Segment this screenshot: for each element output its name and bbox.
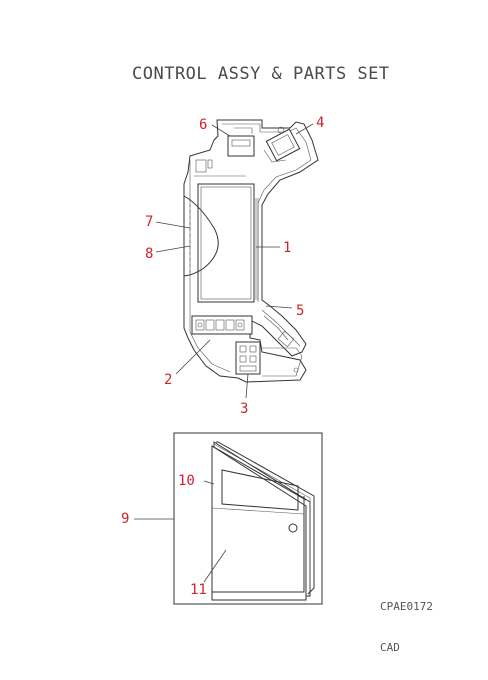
- part-3-connector: [235, 341, 261, 375]
- remote-button: [288, 523, 298, 533]
- callout-3: 3: [240, 401, 248, 417]
- callout-4: 4: [316, 115, 324, 131]
- callout-10: 10: [178, 473, 195, 489]
- display-panel: [197, 183, 255, 303]
- callout-8: 8: [145, 246, 153, 262]
- callout-11: 11: [190, 582, 207, 598]
- diagram-title: CONTROL ASSY & PARTS SET: [132, 64, 390, 84]
- source-label: CAD: [380, 641, 400, 654]
- callout-1: 1: [283, 240, 291, 256]
- part-4-component: [263, 126, 301, 163]
- callout-9: 9: [121, 511, 129, 527]
- remote-controller-set: [173, 432, 323, 605]
- part-8-ribbon: [183, 195, 219, 277]
- callout-6: 6: [199, 117, 207, 133]
- callout-5: 5: [296, 303, 304, 319]
- control-assembly: [183, 119, 319, 383]
- callout-7: 7: [145, 214, 153, 230]
- parts-set-frame: [173, 432, 323, 605]
- part-10-display-window: [221, 469, 299, 511]
- callout-2: 2: [164, 372, 172, 388]
- drawing-code: CPAE0172: [380, 600, 433, 613]
- part-2-terminal-block: [191, 315, 253, 335]
